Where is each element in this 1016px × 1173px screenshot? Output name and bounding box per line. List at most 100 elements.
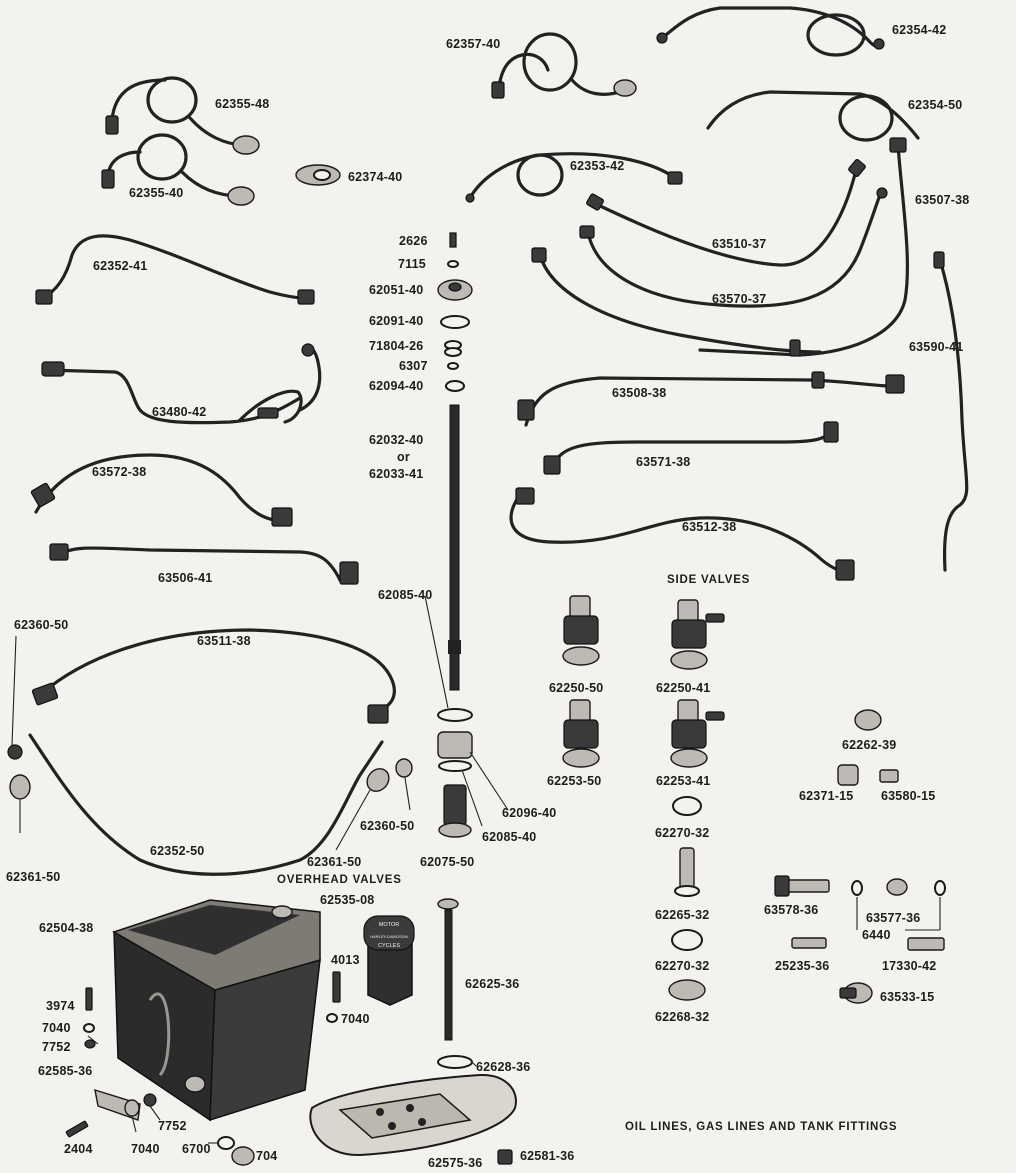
label-17330-42: 17330-42	[882, 959, 936, 973]
label-62270-32-a: 62270-32	[655, 826, 709, 840]
label-62085-40-top: 62085-40	[378, 588, 432, 602]
line-62354-42	[656, 6, 885, 57]
label-62096-40: 62096-40	[502, 806, 556, 820]
label-62585-36: 62585-36	[38, 1064, 92, 1078]
line-63508-38	[517, 371, 905, 427]
label-4013: 4013	[331, 953, 360, 967]
label-3974: 3974	[46, 999, 75, 1013]
label-62353-42: 62353-42	[570, 159, 624, 173]
label-63510-37: 63510-37	[712, 237, 766, 251]
line-63590-41	[933, 251, 969, 572]
label-63572-38: 63572-38	[92, 465, 146, 479]
caption: OIL LINES, GAS LINES AND TANK FITTINGS	[625, 1121, 897, 1133]
label-2404: 2404	[64, 1142, 93, 1156]
label-62253-50: 62253-50	[547, 774, 601, 788]
line-63511-38	[31, 628, 396, 724]
label-62581-36: 62581-36	[520, 1149, 574, 1163]
side-valve-fittings	[562, 595, 725, 1001]
tank-bolts	[65, 971, 341, 1166]
label-7752-b: 7752	[158, 1119, 187, 1133]
label-62504-38: 62504-38	[39, 921, 93, 935]
label-63508-38: 63508-38	[612, 386, 666, 400]
valve-62250-50	[562, 595, 600, 666]
line-62355-40	[101, 133, 255, 206]
label-62354-42: 62354-42	[892, 23, 946, 37]
label-63577-36: 63577-36	[866, 911, 920, 925]
loose-fittings	[7, 744, 413, 800]
label-62075-50: 62075-50	[420, 855, 474, 869]
label-7115: 7115	[398, 257, 426, 271]
fitting-62374-40	[295, 164, 341, 186]
line-63507-38	[698, 137, 910, 357]
label-62265-32: 62265-32	[655, 908, 709, 922]
label-704: 704	[256, 1149, 277, 1163]
line-62355-48	[105, 76, 260, 155]
label-7040-b: 7040	[42, 1021, 71, 1035]
label-63580-15: 63580-15	[881, 789, 935, 803]
label-63512-38: 63512-38	[682, 520, 736, 534]
label-62360-50-left: 62360-50	[14, 618, 68, 632]
label-63507-38: 63507-38	[915, 193, 969, 207]
label-62575-36: 62575-36	[428, 1156, 482, 1170]
label-62270-32-b: 62270-32	[655, 959, 709, 973]
oil-tank-62504-38	[112, 899, 321, 1122]
heading-overhead-valves: OVERHEAD VALVES	[277, 874, 402, 886]
label-62051-40: 62051-40	[369, 283, 423, 297]
label-62628-36: 62628-36	[476, 1060, 530, 1074]
label-63570-37: 63570-37	[712, 292, 766, 306]
label-62355-40: 62355-40	[129, 186, 183, 200]
line-63572-38	[30, 453, 293, 527]
line-63480-42	[41, 343, 322, 425]
label-62360-50-mid: 62360-50	[360, 819, 414, 833]
label-7040-a: 7040	[341, 1012, 370, 1026]
line-62357-40	[491, 32, 637, 99]
label-62033-41: 62033-41	[369, 467, 423, 481]
label-71804-26: 71804-26	[369, 339, 423, 353]
label-62032-40: 62032-40	[369, 433, 423, 447]
label-62094-40: 62094-40	[369, 379, 423, 393]
label-62253-41: 62253-41	[656, 774, 710, 788]
fitting-62268-32	[668, 979, 706, 1001]
line-63571-38	[543, 421, 839, 475]
label-62374-40: 62374-40	[348, 170, 402, 184]
label-25235-36: 25235-36	[775, 959, 829, 973]
label-63571-38: 63571-38	[636, 455, 690, 469]
plate-text-2: HARLEY-DAVIDSON	[370, 934, 408, 939]
line-63570-37	[579, 187, 888, 308]
line-62353-42	[465, 152, 683, 203]
label-62262-39: 62262-39	[842, 738, 896, 752]
oil-gas-lines	[28, 6, 969, 876]
label-63590-41: 63590-41	[909, 340, 963, 354]
screw-2626	[449, 232, 457, 248]
label-63506-41: 63506-41	[158, 571, 212, 585]
label-62371-15: 62371-15	[799, 789, 853, 803]
valve-62250-41	[670, 599, 725, 670]
label-62085-40-bot: 62085-40	[482, 830, 536, 844]
label-62357-40: 62357-40	[446, 37, 500, 51]
label-62355-48: 62355-48	[215, 97, 269, 111]
label-or: or	[397, 450, 410, 464]
label-63533-15: 63533-15	[880, 990, 934, 1004]
line-62352-41	[35, 234, 315, 305]
label-62352-50: 62352-50	[150, 844, 204, 858]
label-7040-c: 7040	[131, 1142, 160, 1156]
fitting-62265-32	[679, 847, 695, 889]
label-6700: 6700	[182, 1142, 211, 1156]
tank-fittings	[774, 709, 946, 1004]
label-62361-50-mid: 62361-50	[307, 855, 361, 869]
part-labels: 62354-42 62357-40 62355-48 62354-50 6237…	[6, 23, 969, 1170]
line-63506-41	[49, 543, 359, 585]
label-62361-50-left: 62361-50	[6, 870, 60, 884]
emblem-plate-62535-08: MOTOR HARLEY-DAVIDSON CYCLES	[363, 915, 415, 1006]
label-7752-a: 7752	[42, 1040, 71, 1054]
plate-text-1: MOTOR	[379, 922, 399, 928]
label-62250-41: 62250-41	[656, 681, 710, 695]
label-6440: 6440	[862, 928, 891, 942]
plate-text-3: CYCLES	[378, 943, 400, 949]
label-62354-50: 62354-50	[908, 98, 962, 112]
washer-62270-32-a	[672, 796, 702, 816]
label-62250-50: 62250-50	[549, 681, 603, 695]
label-63480-42: 63480-42	[152, 405, 206, 419]
label-62535-08: 62535-08	[320, 893, 374, 907]
